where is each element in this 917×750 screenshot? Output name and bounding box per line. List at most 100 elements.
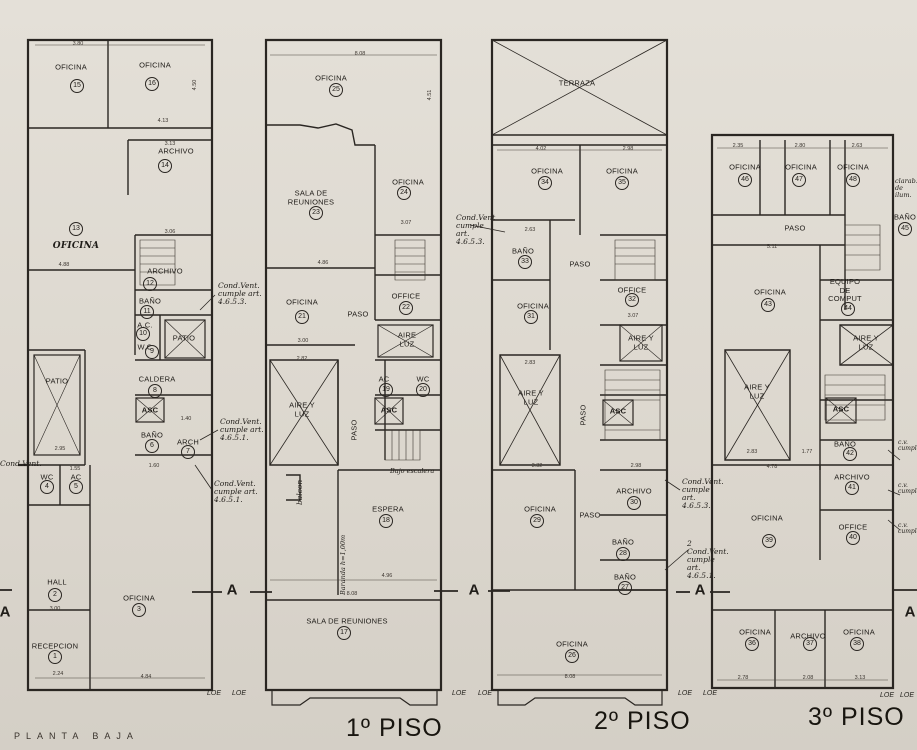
room-number: 38	[850, 637, 864, 651]
room-label: OFFICE	[617, 285, 647, 295]
room-label: PASO	[569, 259, 591, 269]
room-label: CALDERA	[138, 374, 176, 384]
elevator-label: ASC	[832, 404, 850, 414]
section-mark: A	[904, 603, 916, 621]
room-number: 23	[309, 206, 323, 220]
balcony-note: balcon	[295, 479, 304, 505]
loe-label: LOE	[678, 690, 693, 697]
room-number: 37	[803, 637, 817, 651]
room-number: 7	[181, 445, 195, 459]
room-label: BAÑO	[613, 572, 637, 582]
room-label: OFICINA	[751, 513, 783, 523]
room-label: ARCH	[176, 437, 200, 447]
dimension-text: 2.63	[524, 227, 536, 233]
room-label: OFFICE	[391, 291, 421, 301]
dimension-text: 4.86	[317, 260, 329, 266]
skylight-note: clarab. de ilum.	[895, 177, 917, 199]
room-label: AC	[378, 374, 390, 384]
dimension-text: 8.08	[564, 674, 576, 680]
loe-label: LOE	[478, 690, 493, 697]
room-label: BAÑO	[611, 537, 635, 547]
dimension-text: 2.83	[746, 449, 758, 455]
room-number: 4	[40, 480, 54, 494]
room-number: 22	[399, 301, 413, 315]
room-number: 21	[295, 310, 309, 324]
ventilation-note: Cond.Vent. cumple art. 4.6.5.3.	[218, 281, 262, 306]
dimension-text: 1.77	[801, 449, 813, 455]
floor-title-piso-3: 3º PISO	[808, 703, 905, 731]
room-label: OFICINA	[123, 593, 155, 603]
room-label: WC	[416, 374, 430, 384]
room-number: 27	[618, 581, 632, 595]
loe-label: LOE	[880, 692, 895, 699]
room-number: 24	[397, 186, 411, 200]
room-number: 15	[70, 79, 84, 93]
room-number: 45	[898, 222, 912, 236]
room-number: 10	[136, 327, 150, 341]
room-number: 6	[145, 439, 159, 453]
under-stairs-note: Bajo escalera	[390, 467, 435, 475]
room-label: BAÑO	[833, 439, 857, 449]
room-label: OFICINA	[517, 301, 549, 311]
dimension-text: 4.50	[192, 79, 198, 91]
room-label: A.C.	[137, 320, 153, 330]
room-number: 47	[792, 173, 806, 187]
loe-label: LOE	[452, 690, 467, 697]
dimension-text: 3.32	[531, 463, 543, 469]
room-number: 9	[145, 345, 159, 359]
room-label: RECEPCION	[31, 641, 79, 651]
room-label: ARCHIVO	[616, 486, 652, 496]
room-label: OFICINA	[139, 60, 171, 70]
room-label: SALA DE REUNIONES	[306, 616, 388, 626]
room-number: 5	[69, 480, 83, 494]
room-number: 40	[846, 531, 860, 545]
room-number: 29	[530, 514, 544, 528]
dimension-text: 2.80	[794, 143, 806, 149]
room-label: AC	[70, 472, 82, 482]
dimension-text: 2.98	[622, 146, 634, 152]
room-label: AIRE Y LUZ	[628, 333, 654, 351]
room-number: 48	[846, 173, 860, 187]
ventilation-note: Cond.Vent. cumple art. 4.6.5.1.	[220, 417, 264, 442]
floor-title-piso-2: 2º PISO	[594, 707, 691, 735]
room-number: 13	[69, 222, 83, 236]
room-label: PASO	[578, 404, 588, 426]
room-label: OFICINA	[606, 166, 638, 176]
room-number: 44	[841, 302, 855, 316]
room-label: HALL	[47, 577, 67, 587]
dimension-text: 2.63	[851, 143, 863, 149]
room-label: PASO	[579, 510, 601, 520]
dimension-text: 4.96	[381, 573, 393, 579]
section-mark: A	[226, 581, 238, 599]
room-label: PATIO	[45, 376, 69, 386]
ventilation-note: Cond.Vent. cumple art. 4.6.5.3.	[682, 477, 724, 510]
dimension-text: 2.08	[802, 675, 814, 681]
section-mark: A	[0, 603, 11, 621]
room-label: PASO	[784, 223, 806, 233]
room-number: 19	[379, 383, 393, 397]
room-number: 39	[762, 534, 776, 548]
room-label: AIRE Y LUZ	[744, 382, 770, 400]
room-label: PASO	[347, 309, 369, 319]
loe-label: LOE	[900, 692, 915, 699]
room-number: 17	[337, 626, 351, 640]
room-number: 3	[132, 603, 146, 617]
room-number: 14	[158, 159, 172, 173]
room-label: OFICINA	[52, 240, 100, 251]
room-number: 43	[761, 298, 775, 312]
dimension-text: 2.78	[737, 675, 749, 681]
room-label: ARCHIVO	[158, 146, 194, 156]
room-label: BAÑO	[140, 430, 164, 440]
dimension-text: 3.07	[627, 313, 639, 319]
dimension-text: 2.24	[52, 671, 64, 677]
dimension-text: 4.84	[140, 674, 152, 680]
dimension-text: 1.55	[69, 466, 81, 472]
room-label: OFICINA	[754, 287, 786, 297]
room-number: 32	[625, 293, 639, 307]
room-number: 11	[140, 305, 154, 319]
dimension-text: 3.13	[854, 675, 866, 681]
dimension-text: 2.83	[524, 360, 536, 366]
dimension-text: 4.78	[766, 464, 778, 470]
